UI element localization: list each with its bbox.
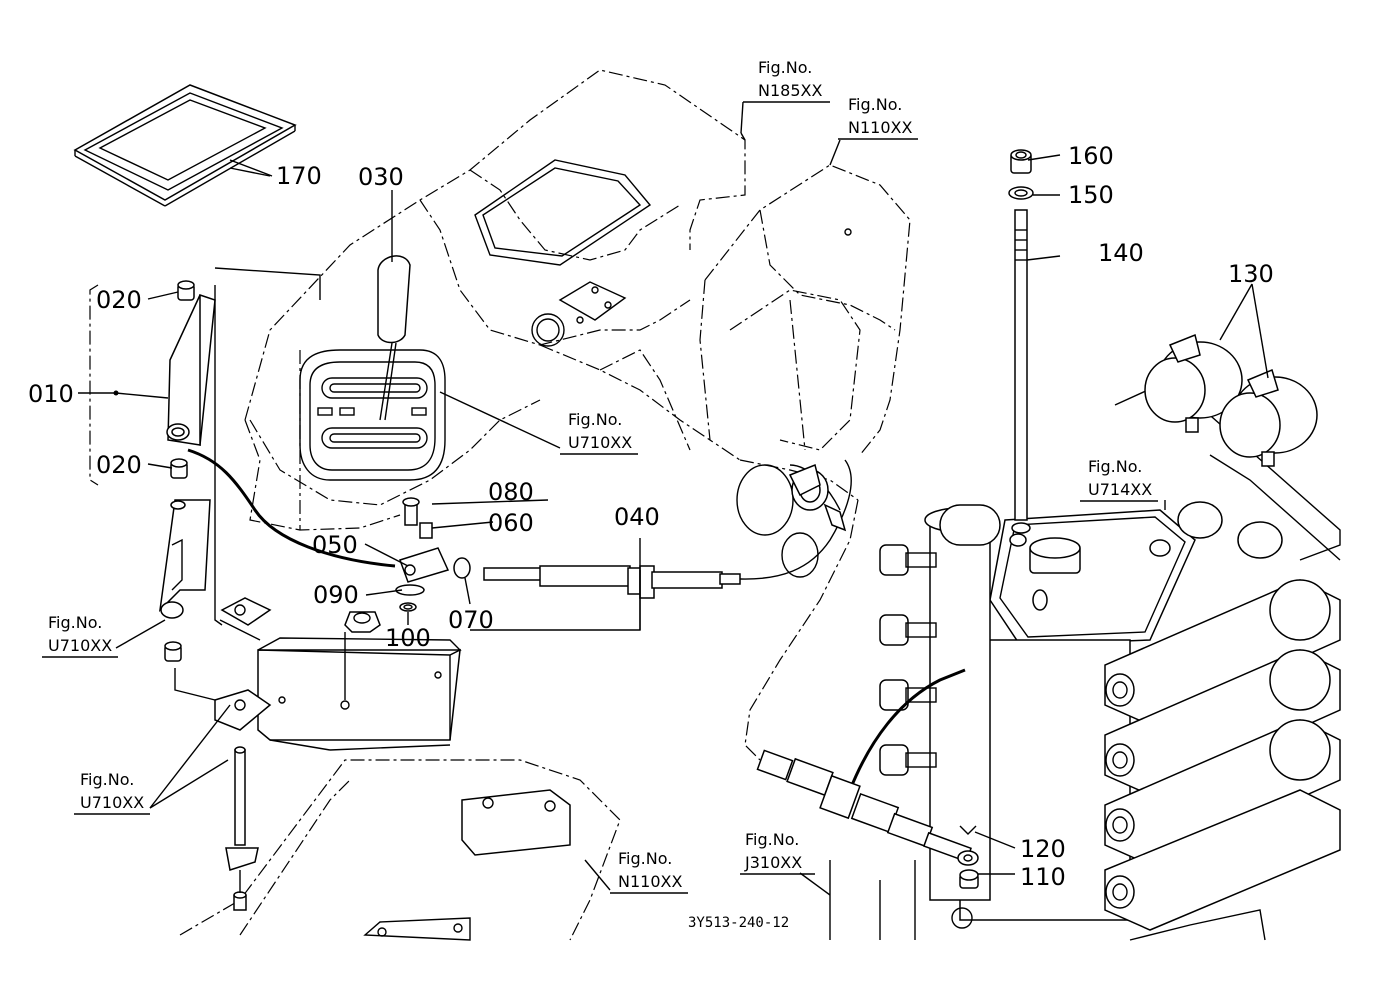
label-030: 030 <box>358 163 404 191</box>
svg-text:U710XX: U710XX <box>48 636 112 655</box>
svg-text:J310XX: J310XX <box>744 853 802 872</box>
label-050: 050 <box>312 531 358 559</box>
svg-text:U710XX: U710XX <box>568 433 632 452</box>
shift-lever-knob <box>377 255 411 421</box>
fig-ref-n110-top: Fig.No. N110XX <box>838 95 918 140</box>
hose-clamps <box>1144 333 1318 467</box>
fig-ref-u714: Fig.No. U714XX <box>1080 457 1158 502</box>
svg-text:U714XX: U714XX <box>1088 480 1152 499</box>
label-160: 160 <box>1068 142 1114 170</box>
fig-ref-n185: Fig.No. N185XX <box>740 58 830 134</box>
control-valve-assembly <box>756 379 1341 941</box>
control-cable-left <box>187 448 396 568</box>
shift-cable-assembly <box>395 459 852 612</box>
figure-references: Fig.No. N185XX Fig.No. N110XX Fig.No. U7… <box>42 58 1158 894</box>
lower-panel-outline <box>179 759 621 941</box>
label-070: 070 <box>448 606 494 634</box>
svg-text:N110XX: N110XX <box>848 118 912 137</box>
label-100: 100 <box>385 624 431 652</box>
svg-text:N185XX: N185XX <box>758 81 822 100</box>
label-130: 130 <box>1228 260 1274 288</box>
label-010: 010 <box>28 380 74 408</box>
svg-text:N110XX: N110XX <box>618 872 682 891</box>
label-110: 110 <box>1020 863 1066 891</box>
label-170: 170 <box>276 162 322 190</box>
svg-text:Fig.No.: Fig.No. <box>48 613 102 632</box>
label-090: 090 <box>313 581 359 609</box>
valve-sections <box>1104 501 1341 931</box>
svg-text:Fig.No.: Fig.No. <box>568 410 622 429</box>
fig-ref-u710-bottom: Fig.No. U710XX <box>74 770 150 815</box>
label-120: 120 <box>1020 835 1066 863</box>
label-150: 150 <box>1068 181 1114 209</box>
fig-ref-u710-left: Fig.No. U710XX <box>42 613 118 658</box>
leader-lines <box>78 132 1269 896</box>
manual-book-drawing <box>73 84 297 207</box>
fig-ref-u710-mid: Fig.No. U710XX <box>560 410 638 455</box>
long-stud-bolt <box>1008 149 1034 534</box>
svg-text:Fig.No.: Fig.No. <box>745 830 799 849</box>
svg-text:Fig.No.: Fig.No. <box>618 849 672 868</box>
drawing-code: 3Y513-240-12 <box>688 915 789 931</box>
fig-ref-n110-bottom: Fig.No. N110XX <box>610 849 688 894</box>
left-rod-assembly <box>89 280 216 662</box>
svg-text:U710XX: U710XX <box>80 793 144 812</box>
label-060: 060 <box>488 509 534 537</box>
svg-text:Fig.No.: Fig.No. <box>1088 457 1142 476</box>
svg-text:Fig.No.: Fig.No. <box>758 58 812 77</box>
mounting-bracket <box>174 267 462 911</box>
right-panel-outline <box>699 164 911 761</box>
part-labels: 170 030 020 010 020 080 060 040 050 090 … <box>28 142 1274 891</box>
label-020-top: 020 <box>96 286 142 314</box>
label-140: 140 <box>1098 239 1144 267</box>
console-panel-outline <box>244 69 852 531</box>
svg-text:Fig.No.: Fig.No. <box>848 95 902 114</box>
label-020-bottom: 020 <box>96 451 142 479</box>
fig-ref-j310: Fig.No. J310XX <box>740 830 815 875</box>
valve-gears <box>879 544 937 776</box>
cable-connector-right <box>788 463 847 532</box>
svg-text:Fig.No.: Fig.No. <box>80 770 134 789</box>
label-040: 040 <box>614 503 660 531</box>
shift-gate-plate <box>299 349 446 481</box>
label-080: 080 <box>488 478 534 506</box>
